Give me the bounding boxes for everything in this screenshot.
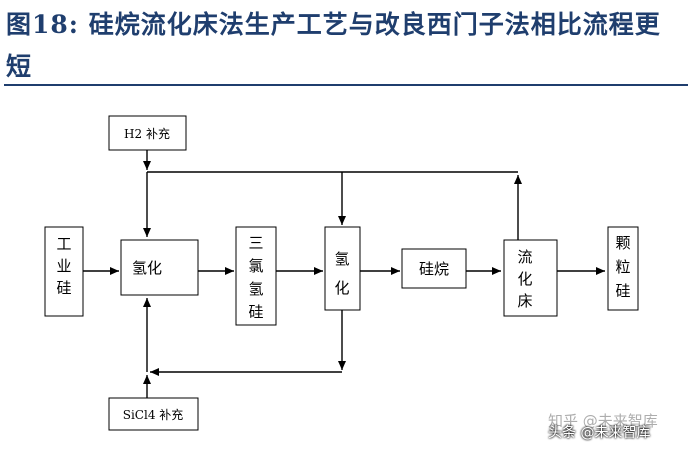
- svg-text:粒: 粒: [615, 258, 630, 276]
- svg-text:硅: 硅: [248, 303, 263, 321]
- svg-text:氯: 氯: [248, 257, 263, 275]
- svg-text:硅: 硅: [615, 282, 630, 300]
- svg-text:业: 业: [56, 257, 71, 275]
- node-fluidized-bed: 流 化 床: [503, 239, 558, 317]
- svg-text:化: 化: [334, 279, 349, 297]
- node-h2-supply: H2 补充: [108, 115, 187, 151]
- credit-text: 头条 @未来智库: [548, 425, 651, 441]
- svg-text:流: 流: [517, 248, 532, 266]
- h2-supply-label: H2 补充: [124, 126, 170, 141]
- svg-text:硅烷: 硅烷: [419, 260, 449, 278]
- title-rule: [4, 84, 688, 86]
- connectors: [83, 150, 605, 398]
- svg-text:化: 化: [517, 270, 532, 288]
- node-silane: 硅烷: [401, 248, 467, 289]
- svg-text:氢化: 氢化: [132, 259, 162, 277]
- svg-text:三: 三: [248, 234, 263, 252]
- svg-text:床: 床: [517, 292, 532, 310]
- node-granular-silicon: 颗 粒 硅: [607, 226, 639, 311]
- svg-text:氢: 氢: [334, 250, 349, 268]
- node-sicl4-supply: SiCl4 补充: [108, 397, 199, 431]
- node-hydrogenation-1: 氢化: [120, 239, 199, 296]
- sicl4-supply-label: SiCl4 补充: [123, 407, 184, 422]
- watermark-text: 知乎 @未来智库: [548, 412, 658, 430]
- svg-text:工: 工: [56, 235, 71, 253]
- node-industrial-silicon: 工 业 硅: [44, 226, 84, 317]
- svg-text:氢: 氢: [248, 280, 263, 298]
- node-trichlorosilane: 三 氯 氢 硅: [235, 226, 277, 326]
- node-hydrogenation-2: 氢 化: [324, 226, 361, 311]
- svg-text:颗: 颗: [615, 234, 630, 252]
- svg-text:硅: 硅: [56, 279, 71, 297]
- figure-title: 图18: 硅烷流化床法生产工艺与改良西门子法相比流程更短: [6, 10, 661, 81]
